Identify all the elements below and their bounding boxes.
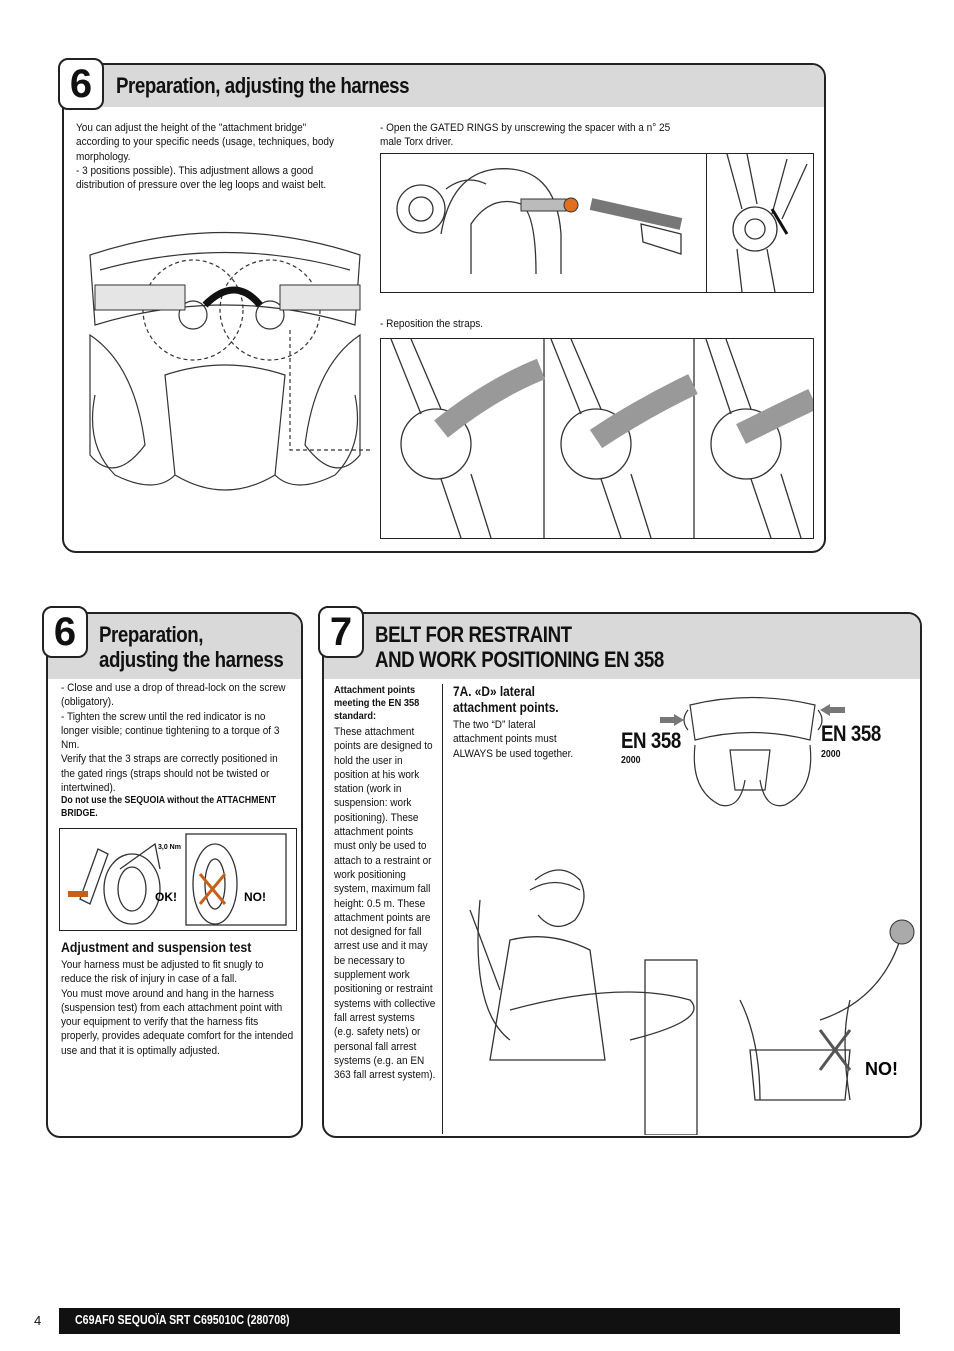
7a-text: The two “D” lateral attachment points mu… (453, 719, 574, 760)
torque-label: 3,0 Nm (158, 844, 181, 851)
bl-para-5: You must move around and hang in the har… (61, 987, 294, 1057)
doc-reference: C69AF0 SEQUOÏA SRT C695010C (280708) (75, 1313, 290, 1327)
section-title-line2: AND WORK POSITIONING EN 358 (375, 647, 664, 672)
footer-bar: C69AF0 SEQUOÏA SRT C695010C (280708) (59, 1308, 900, 1334)
bl-para-4: Your harness must be adjusted to fit snu… (61, 959, 264, 986)
section-header-bar (64, 65, 824, 107)
7a-heading: 7A. «D» lateral attachment points. (453, 684, 559, 715)
section-title-line1: BELT FOR RESTRAINT (375, 622, 572, 647)
en358-year-left: 2000 (621, 755, 641, 766)
top-right-text-2: - Reposition the straps. (380, 318, 484, 330)
harness-illustration (75, 215, 375, 525)
en358-year-right: 2000 (821, 749, 841, 760)
gated-ring-detail (706, 153, 814, 293)
bl-warning: Do not use the SEQUOIA without the ATTAC… (61, 795, 277, 819)
top-left-text: You can adjust the height of the "attach… (76, 122, 334, 192)
section-number: 6 (42, 606, 88, 658)
top-right-text-1: - Open the GATED RINGS by unscrewing the… (380, 122, 671, 149)
bl-para-3: Verify that the 3 straps are correctly p… (61, 753, 278, 795)
section-header-bar (48, 614, 301, 679)
section-number: 6 (58, 58, 104, 110)
section-title-line1: Preparation, (99, 622, 204, 647)
en358-label-left: EN 358 (621, 728, 681, 753)
bl-subheading: Adjustment and suspension test (61, 939, 252, 955)
en358-col-text: These attachment points are designed to … (334, 726, 436, 1082)
en358-label-right: EN 358 (821, 721, 881, 746)
section-title-line2: adjusting the harness (99, 647, 284, 672)
no-label-climber: NO! (865, 1059, 898, 1079)
work-positioning-illustration: NO! (440, 860, 920, 1135)
section-title: Preparation, adjusting the harness (116, 73, 410, 98)
en358-col-heading: Attachment points meeting the EN 358 sta… (334, 684, 420, 722)
harness-d-rings-illustration (660, 690, 845, 815)
section-number: 7 (318, 606, 364, 658)
no-label: NO! (244, 890, 266, 904)
page-number: 4 (34, 1313, 42, 1328)
torque-illustration: 3,0 Nm OK! NO! (59, 828, 297, 931)
gated-ring-illustration (380, 153, 707, 293)
bl-text-block-2: Your harness must be adjusted to fit snu… (61, 958, 293, 1058)
bl-text-block: - Close and use a drop of thread-lock on… (61, 681, 290, 820)
section-header-bar (324, 614, 920, 679)
bl-para-1: - Close and use a drop of thread-lock on… (61, 682, 286, 709)
ok-label: OK! (155, 890, 177, 904)
column-divider (442, 684, 443, 1134)
reposition-straps-illustration (380, 338, 814, 539)
bl-para-2: - Tighten the screw until the red indica… (61, 710, 280, 752)
